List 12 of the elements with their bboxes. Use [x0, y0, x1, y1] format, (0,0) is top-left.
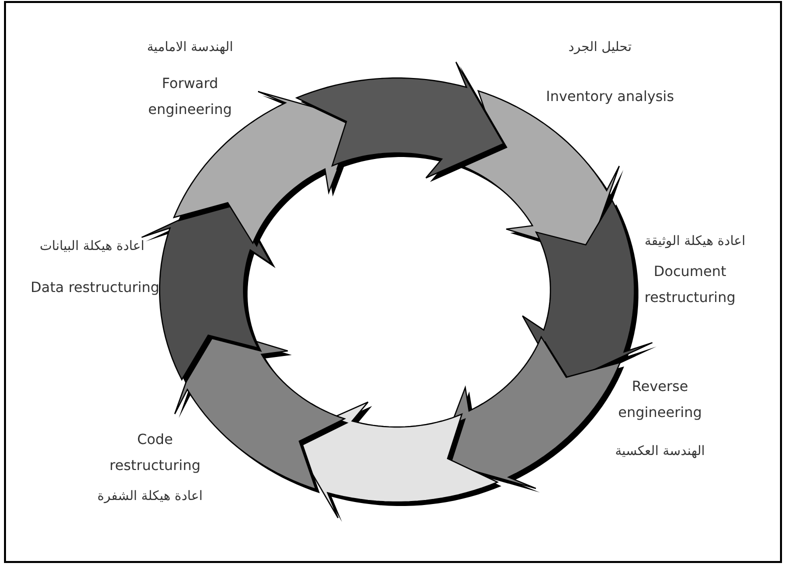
- stage-label: Reverse engineering: [617, 378, 703, 423]
- stage-label: Document restructuring: [644, 263, 736, 308]
- stage-label: Data restructuring: [30, 279, 160, 298]
- stage-label-arabic: تحليل الجرد: [568, 39, 632, 57]
- stage-label-arabic: اعادة هيكلة الشفرة: [97, 488, 203, 506]
- stage-label: Inventory analysis: [545, 88, 675, 107]
- stage-label-arabic: الهندسة الامامية: [146, 39, 234, 57]
- stage-label: Code restructuring: [108, 431, 202, 476]
- stage-label-arabic: الهندسة العكسية: [615, 443, 705, 461]
- stage-label-arabic: اعادة هيكلة الوثيقة: [644, 233, 746, 251]
- stage-label-arabic: اعادة هيكلة البيانات: [40, 238, 144, 256]
- stage-label: Forward engineering: [147, 75, 233, 120]
